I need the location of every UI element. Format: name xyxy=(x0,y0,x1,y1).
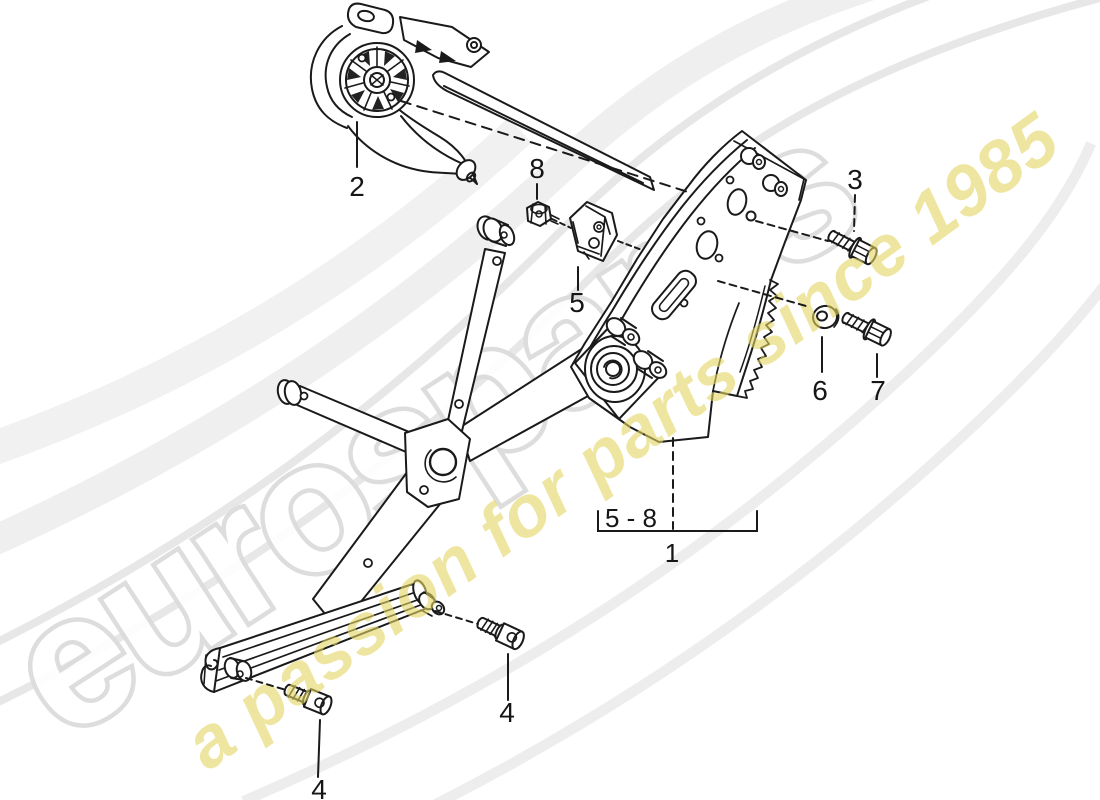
leader-clamp-to-frame xyxy=(617,240,643,251)
nut-part-8 xyxy=(526,201,560,227)
label-part-4-left: 4 xyxy=(311,774,327,800)
part-labels: 2 8 5 3 6 7 4 4 5 - 8 1 xyxy=(311,153,886,800)
center-pivot-plate xyxy=(404,418,471,508)
lift-arm-rollers xyxy=(605,317,668,379)
frame-slot xyxy=(651,269,697,321)
leader-lines xyxy=(245,100,878,778)
mechanism-drawing xyxy=(200,2,892,716)
socket-screw-part-4-left xyxy=(283,683,333,716)
leader-slot-to-washer-6 xyxy=(717,280,807,307)
socket-screw-part-4-right xyxy=(476,616,525,651)
leader-motor-to-frame xyxy=(400,100,689,193)
label-part-2: 2 xyxy=(349,171,365,202)
bracket-group-5-8 xyxy=(597,510,758,532)
label-part-3: 3 xyxy=(847,164,863,195)
leader-rail-to-screw-4-left xyxy=(245,677,287,691)
label-part-7: 7 xyxy=(870,375,886,406)
leader-rail-to-screw-4-right xyxy=(434,610,479,625)
label-group-range-5-8: 5 - 8 xyxy=(605,503,657,533)
label-part-8: 8 xyxy=(529,153,545,184)
leader-nut-to-clamp xyxy=(551,218,572,229)
counterbalance-spring xyxy=(574,321,662,420)
label-part-5: 5 xyxy=(569,287,585,318)
leader-part-3 xyxy=(853,194,856,232)
hex-bolt-part-7 xyxy=(841,311,892,347)
guide-blade xyxy=(432,70,655,191)
label-part-1: 1 xyxy=(665,538,679,568)
clamp-part-5 xyxy=(569,201,618,262)
leader-part-4-left xyxy=(317,719,321,778)
motor-part-2 xyxy=(309,2,490,185)
leader-hole-to-bolt-3 xyxy=(755,220,829,242)
hex-bolt-part-3 xyxy=(827,229,878,266)
label-part-6: 6 xyxy=(812,375,828,406)
washer-part-6 xyxy=(812,304,840,330)
label-part-4-right: 4 xyxy=(499,697,515,728)
gear-plate-spokes xyxy=(344,46,410,111)
bottom-guide-rail xyxy=(200,579,446,693)
